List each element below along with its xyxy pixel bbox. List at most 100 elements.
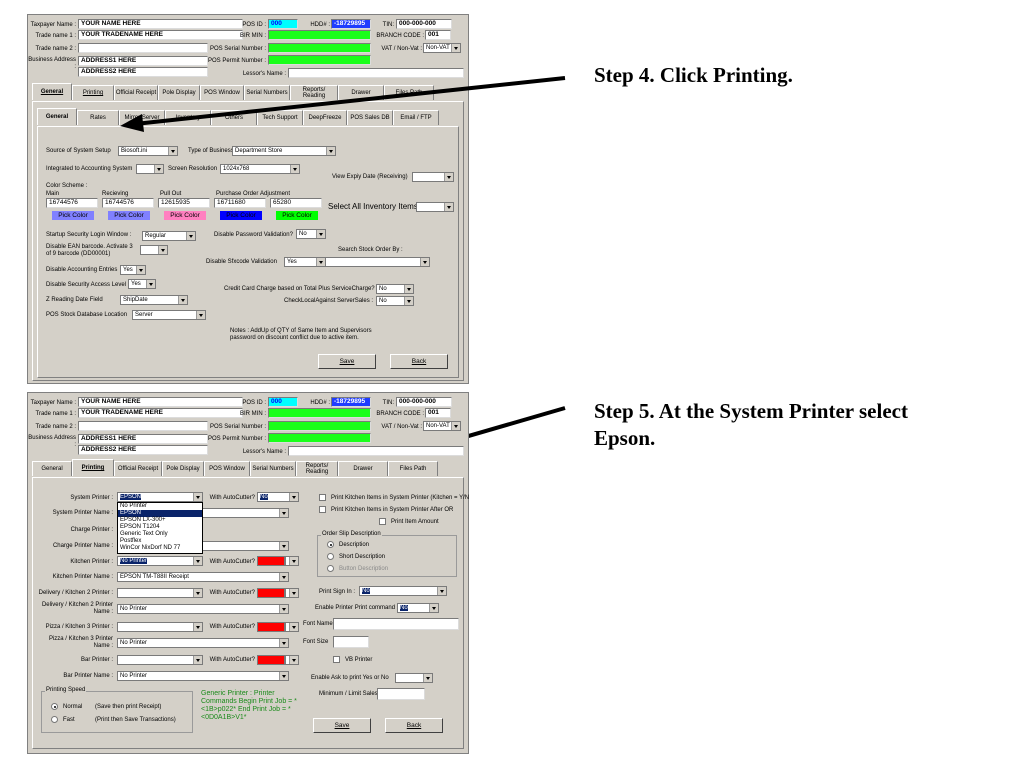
- speed-fast-radio[interactable]: [51, 716, 58, 723]
- disable-ean-select[interactable]: [140, 245, 168, 255]
- disable-pw-select[interactable]: No: [296, 229, 326, 239]
- serial-field[interactable]: [268, 421, 371, 431]
- tab-printing[interactable]: Printing: [72, 85, 114, 100]
- delivery-printer-name-select[interactable]: No Printer: [117, 604, 289, 614]
- bar-printer-name-select[interactable]: No Printer: [117, 671, 289, 681]
- pizza-printer-select[interactable]: [117, 622, 203, 632]
- trade2-field[interactable]: [78, 421, 208, 431]
- trade1-field[interactable]: YOUR TRADENAME HERE: [78, 408, 243, 418]
- branch-field[interactable]: 001: [425, 30, 451, 40]
- lessor-field[interactable]: [288, 68, 464, 78]
- pos-id-field[interactable]: 000: [268, 397, 298, 407]
- tab-serial-numbers[interactable]: Serial Numbers: [250, 461, 296, 476]
- branch-field[interactable]: 001: [425, 408, 451, 418]
- tab-serial-numbers[interactable]: Serial Numbers: [244, 85, 290, 100]
- system-printer-options[interactable]: No Printer EPSON EPSON LX-300+ EPSON T12…: [117, 502, 203, 554]
- bir-min-field[interactable]: [268, 408, 371, 418]
- option-no-printer[interactable]: No Printer: [120, 503, 148, 509]
- zreading-select[interactable]: ShipDate: [120, 295, 188, 305]
- trade2-field[interactable]: [78, 43, 208, 53]
- color-po-field[interactable]: 16711680: [214, 198, 266, 208]
- option-epson[interactable]: EPSON: [118, 510, 202, 517]
- tin-field[interactable]: 000-000-000: [396, 19, 452, 29]
- print-kitchen-after-checkbox[interactable]: [319, 506, 326, 513]
- taxpayer-field[interactable]: YOUR NAME HERE: [78, 19, 243, 29]
- pos-stock-select[interactable]: Server: [132, 310, 206, 320]
- color-main-field[interactable]: 16744576: [46, 198, 98, 208]
- tab-reports-reading[interactable]: Reports/ Reading: [296, 461, 338, 476]
- option-generic-text[interactable]: Generic Text Only: [120, 531, 168, 537]
- kitchen-printer-select[interactable]: No Printer: [117, 556, 203, 566]
- sys-autocutter-select[interactable]: No: [257, 492, 299, 502]
- pizza-autocutter-indicator[interactable]: [257, 622, 285, 632]
- address1-field[interactable]: ADDRESS1 HERE: [78, 56, 208, 66]
- credit-select[interactable]: No: [376, 284, 414, 294]
- option-wincor[interactable]: WinCor NixDorf ND 77: [120, 545, 181, 551]
- enable-printer-cmd-select[interactable]: No: [397, 603, 439, 613]
- tab-files-path[interactable]: Files Path: [388, 461, 438, 476]
- checklocal-select[interactable]: No: [376, 296, 414, 306]
- order-slip-description-radio[interactable]: [327, 541, 334, 548]
- disable-acct-select[interactable]: Yes: [120, 265, 146, 275]
- vb-printer-checkbox[interactable]: [333, 656, 340, 663]
- pos-id-field[interactable]: 000: [268, 19, 298, 29]
- pick-color-main-button[interactable]: Pick Color: [52, 211, 94, 220]
- system-printer-select[interactable]: EPSON: [117, 492, 203, 502]
- bir-min-field[interactable]: [268, 30, 371, 40]
- font-size-field[interactable]: [333, 636, 369, 648]
- enable-ask-select[interactable]: [395, 673, 433, 683]
- integrated-select[interactable]: [136, 164, 164, 174]
- address1-field[interactable]: ADDRESS1 HERE: [78, 434, 208, 444]
- address2-field[interactable]: ADDRESS2 HERE: [78, 67, 208, 77]
- business-type-select[interactable]: Department Store: [232, 146, 336, 156]
- print-kitchen-sys-checkbox[interactable]: [319, 494, 326, 501]
- back-button[interactable]: Back: [385, 718, 443, 733]
- kitchen-autocutter-select[interactable]: [285, 556, 299, 566]
- delivery-autocutter-select[interactable]: [285, 588, 299, 598]
- pick-color-adjustment-button[interactable]: Pick Color: [276, 211, 318, 220]
- option-epson-t1204[interactable]: EPSON T1204: [120, 524, 160, 530]
- vat-select[interactable]: Non-VAT: [423, 421, 461, 431]
- back-button[interactable]: Back: [390, 354, 448, 369]
- serial-field[interactable]: [268, 43, 371, 53]
- save-button[interactable]: Save: [313, 718, 371, 733]
- tab-official-receipt[interactable]: Official Receipt: [114, 85, 158, 100]
- tab-official-receipt[interactable]: Official Receipt: [114, 461, 162, 476]
- pizza-printer-name-select[interactable]: No Printer: [117, 638, 289, 648]
- min-limit-field[interactable]: [377, 688, 425, 700]
- pick-color-po-button[interactable]: Pick Color: [220, 211, 262, 220]
- kitchen-autocutter-indicator[interactable]: [257, 556, 285, 566]
- tab-drawer[interactable]: Drawer: [338, 461, 388, 476]
- tab-pole-display[interactable]: Pole Display: [162, 461, 204, 476]
- speed-normal-radio[interactable]: [51, 703, 58, 710]
- permit-field[interactable]: [268, 433, 371, 443]
- startup-select[interactable]: Regular: [142, 231, 196, 241]
- bar-autocutter-select[interactable]: [285, 655, 299, 665]
- subtab-deepfreeze[interactable]: DeepFreeze: [303, 110, 347, 125]
- bar-printer-select[interactable]: [117, 655, 203, 665]
- subtab-general[interactable]: General: [37, 108, 77, 125]
- lessor-field[interactable]: [288, 446, 464, 456]
- save-button[interactable]: Save: [318, 354, 376, 369]
- view-expiry-select[interactable]: [412, 172, 454, 182]
- option-postflex[interactable]: Postflex: [120, 538, 142, 544]
- tab-drawer[interactable]: Drawer: [338, 85, 384, 100]
- option-epson-lx300[interactable]: EPSON LX-300+: [120, 517, 166, 523]
- print-item-amount-checkbox[interactable]: [379, 518, 386, 525]
- disable-sfx-select[interactable]: Yes: [284, 257, 326, 267]
- trade1-field[interactable]: YOUR TRADENAME HERE: [78, 30, 243, 40]
- tab-pole-display[interactable]: Pole Display: [158, 85, 200, 100]
- font-name-field[interactable]: [333, 618, 459, 630]
- taxpayer-field[interactable]: YOUR NAME HERE: [78, 397, 243, 407]
- pick-color-receiving-button[interactable]: Pick Color: [108, 211, 150, 220]
- delivery-printer-select[interactable]: [117, 588, 203, 598]
- subtab-rates[interactable]: Rates: [77, 110, 119, 125]
- subtab-tech-support[interactable]: Tech Support: [257, 110, 303, 125]
- tab-printing[interactable]: Printing: [72, 459, 114, 476]
- bar-autocutter-indicator[interactable]: [257, 655, 285, 665]
- permit-field[interactable]: [268, 55, 371, 65]
- source-select[interactable]: Biosoft.ini: [118, 146, 178, 156]
- resolution-select[interactable]: 1024x768: [220, 164, 300, 174]
- pizza-autocutter-select[interactable]: [285, 622, 299, 632]
- tab-general[interactable]: General: [32, 83, 72, 100]
